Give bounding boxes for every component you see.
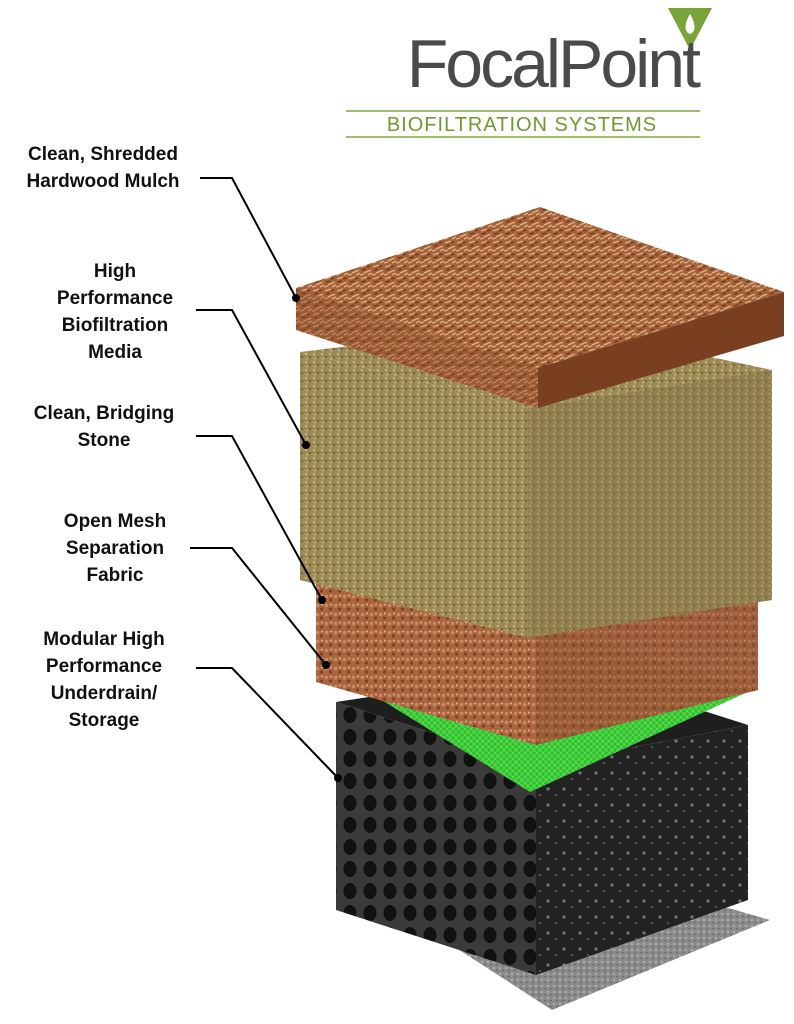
label-line: Underdrain/ <box>50 683 158 704</box>
label-line: Modular High <box>43 629 165 650</box>
leader-dot-stone <box>318 596 326 604</box>
label-line: Fabric <box>86 565 144 586</box>
label-line: Performance <box>56 288 174 309</box>
label-line: Stone <box>77 430 131 451</box>
logo-divider-bottom <box>346 136 700 138</box>
mulch-block-top <box>296 207 784 368</box>
label-line: Performance <box>45 656 163 677</box>
logo-tagline: BIOFILTRATION SYSTEMS <box>386 114 658 136</box>
mulch-block-front-texture <box>296 288 538 408</box>
logo-divider-top <box>346 110 700 112</box>
underdrain-block-side <box>536 725 748 975</box>
label-line: High <box>93 261 137 282</box>
leader-dot-fabric <box>322 661 330 669</box>
label-fabric: Open Mesh Separation Fabric <box>40 508 190 589</box>
label-media: High Performance Biofiltration Media <box>40 258 190 366</box>
label-line: Media <box>88 342 142 363</box>
media-block-front <box>300 352 528 638</box>
label-mulch: Clean, Shredded Hardwood Mulch <box>8 141 198 195</box>
mulch-block-side <box>538 292 784 408</box>
label-line: Clean, Bridging <box>33 403 175 424</box>
label-stone: Clean, Bridging Stone <box>14 400 194 454</box>
label-line: Biofiltration <box>61 315 169 336</box>
logo-wordmark: FocalPoint <box>406 26 701 102</box>
leader-dot-underdrain <box>334 774 342 782</box>
label-line: Hardwood Mulch <box>26 171 180 192</box>
label-line: Open Mesh <box>63 511 167 532</box>
droplet-icon <box>685 14 695 34</box>
label-underdrain: Modular High Performance Underdrain/ Sto… <box>14 626 194 734</box>
leader-line-fabric <box>190 547 327 666</box>
leader-line-mulch <box>200 177 297 299</box>
leader-line-stone <box>196 435 323 601</box>
media-block-side-texture <box>528 370 772 638</box>
leader-line-underdrain <box>196 667 339 779</box>
leader-dot-mulch <box>292 294 300 302</box>
label-line: Storage <box>68 710 140 731</box>
leader-dot-media <box>302 441 310 449</box>
leader-line-media <box>196 309 307 446</box>
underdrain-block-front <box>336 702 536 975</box>
label-line: Clean, Shredded <box>28 144 178 165</box>
label-line: Separation <box>65 538 165 559</box>
